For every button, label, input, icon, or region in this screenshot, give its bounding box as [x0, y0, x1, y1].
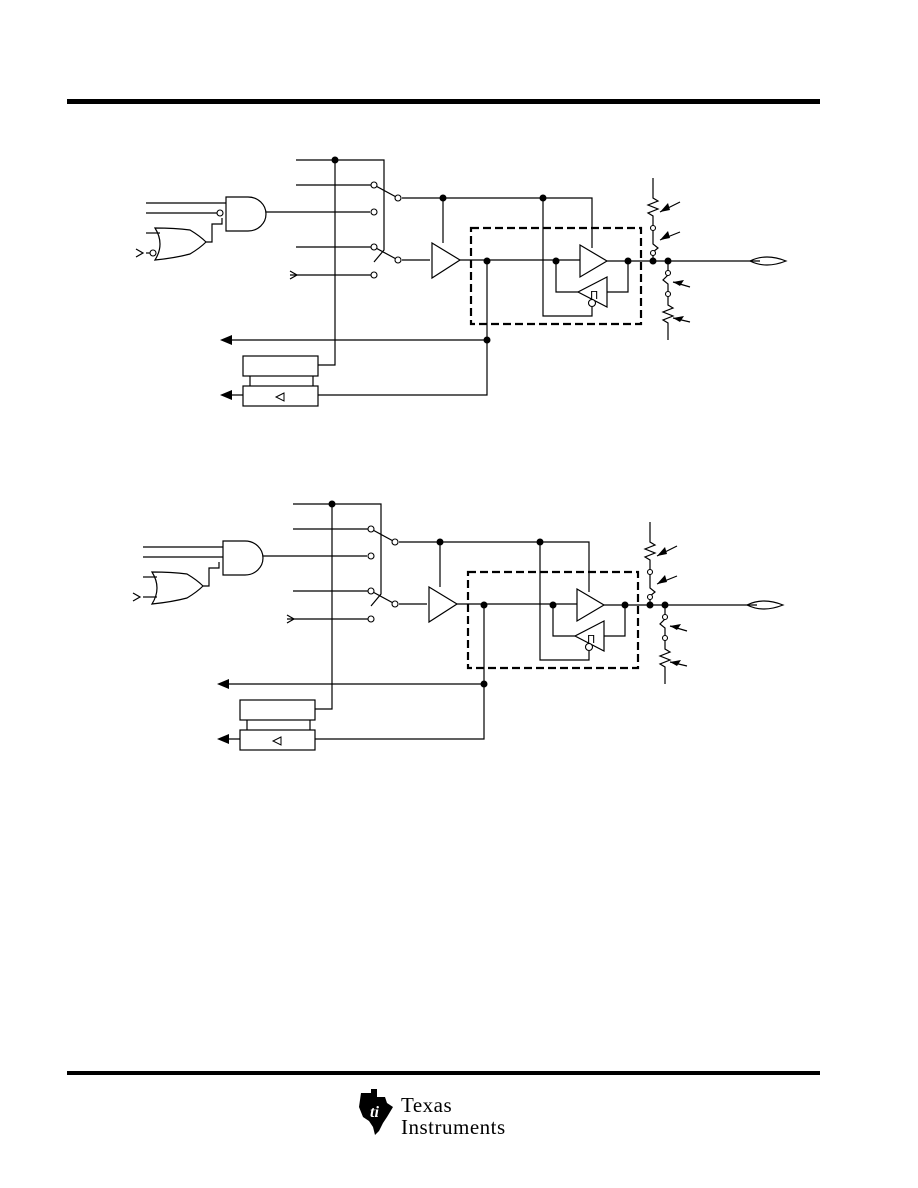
texas-instruments-logo: ti Texas Instruments	[355, 1084, 525, 1144]
or-gate	[150, 571, 204, 605]
register-box-1	[242, 355, 319, 377]
ti-state-logo-icon: ti	[359, 1089, 393, 1135]
output-buffer	[579, 243, 609, 279]
register-box-2	[242, 385, 319, 407]
logo-text-line2: Instruments	[401, 1115, 506, 1139]
pulldown-resistor	[661, 292, 675, 340]
schmitt-label: Π	[590, 289, 598, 302]
pullup-resistor	[646, 178, 660, 230]
and-gate	[225, 196, 267, 232]
svg-text:ti: ti	[370, 1104, 379, 1121]
header-rule	[67, 99, 820, 104]
register-box-1	[239, 699, 316, 721]
and-gate	[222, 540, 264, 576]
pullup-resistor	[643, 522, 657, 574]
schematic-diagram-2: Π	[132, 500, 785, 751]
dashed-io-box	[469, 226, 643, 326]
register-box-2	[239, 729, 316, 751]
buffer-triangle	[431, 241, 462, 280]
pulldown-resistor	[658, 636, 672, 684]
buffer-triangle	[428, 585, 459, 624]
bus-drop	[318, 160, 336, 366]
dashed-io-box	[466, 570, 640, 670]
footer-rule	[67, 1071, 820, 1075]
io-pad	[745, 600, 785, 610]
schematic-diagram-1: Π	[135, 156, 788, 407]
or-gate	[153, 227, 207, 261]
output-buffer	[576, 587, 606, 623]
logo-text-line1: Texas	[401, 1093, 453, 1117]
bus-line	[296, 159, 385, 263]
io-pad	[748, 256, 788, 266]
schmitt-label: Π	[587, 633, 595, 646]
